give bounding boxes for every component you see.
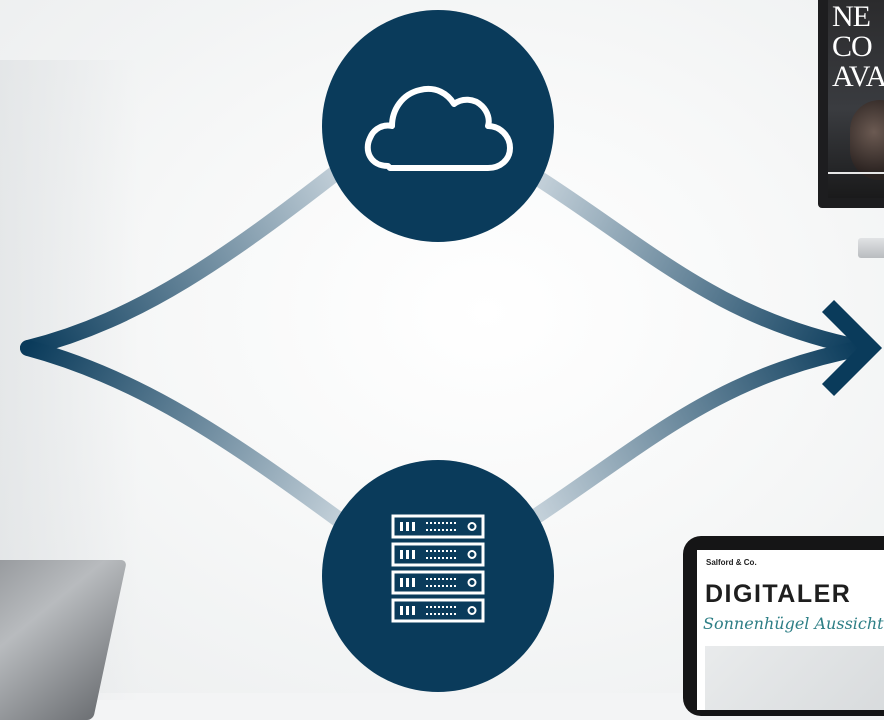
path-server-to-arrow (530, 340, 870, 523)
path-left-to-cloud (20, 160, 350, 356)
flow-diagram (20, 160, 883, 530)
monitor-screen: NE CO AVA (828, 0, 884, 198)
cloud-node (322, 10, 554, 242)
cloud-icon (364, 86, 513, 171)
monitor-divider (828, 172, 884, 174)
path-cloud-to-arrow (530, 170, 870, 356)
path-left-to-server (20, 340, 350, 530)
arrow-right-icon (821, 299, 883, 397)
tablet-title: DIGITALER (705, 580, 852, 608)
tablet-brand: Salford & Co. (706, 558, 757, 567)
monitor-stand (858, 238, 884, 258)
monitor-headline: NE CO AVA (832, 0, 884, 93)
server-rack-icon (391, 514, 485, 623)
tablet-subtitle: Sonnenhügel Aussicht (703, 614, 884, 633)
server-node (322, 460, 554, 692)
monitor-portrait-image (850, 100, 884, 180)
